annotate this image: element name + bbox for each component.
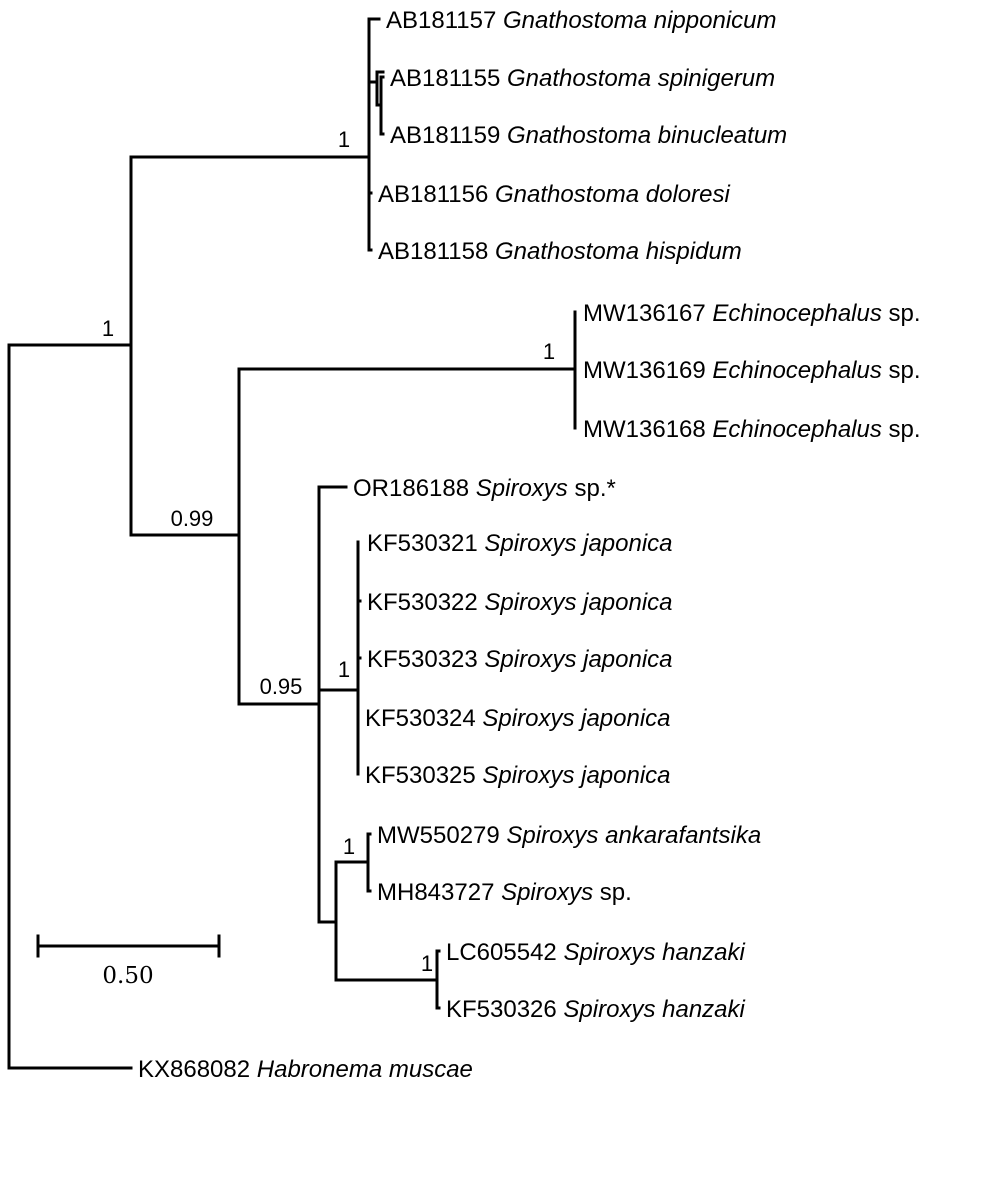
taxon-label: AB181157 Gnathostoma nipponicum <box>386 7 777 34</box>
accession-number: AB181159 <box>390 122 507 149</box>
taxon-label: MW136169 Echinocephalus sp. <box>583 357 921 384</box>
scale-bar-label: 0.50 <box>102 963 153 989</box>
species-name: Gnathostoma hispidum <box>495 238 742 265</box>
species-name: Gnathostoma nipponicum <box>503 7 777 34</box>
taxon-label: KF530326 Spiroxys hanzaki <box>446 996 746 1023</box>
support-value: 1 <box>421 951 433 976</box>
accession-number: KX868082 <box>138 1056 257 1083</box>
taxon-label: AB181159 Gnathostoma binucleatum <box>390 122 787 149</box>
taxon-label: KF530321 Spiroxys japonica <box>367 530 673 557</box>
species-suffix: sp. <box>882 416 921 443</box>
support-value: 1 <box>343 834 355 859</box>
taxon-label: OR186188 Spiroxys sp.* <box>353 475 616 502</box>
taxon-label: KF530325 Spiroxys japonica <box>365 762 671 789</box>
support-value: 0.99 <box>171 506 214 531</box>
taxon-label: KF530323 Spiroxys japonica <box>367 646 673 673</box>
species-name: Spiroxys ankarafantsika <box>506 822 761 849</box>
support-value: 0.95 <box>260 674 303 699</box>
scale-bar: 0.50 <box>36 934 221 989</box>
accession-number: KF530325 <box>365 762 482 789</box>
species-name: Echinocephalus <box>712 357 881 384</box>
taxon-labels: AB181157 Gnathostoma nipponicumAB181155 … <box>138 7 921 1083</box>
support-value: 1 <box>338 657 350 682</box>
taxon-label: AB181155 Gnathostoma spinigerum <box>390 65 775 92</box>
taxon-label: MW550279 Spiroxys ankarafantsika <box>377 822 761 849</box>
species-name: Spiroxys japonica <box>484 589 672 616</box>
species-name: Echinocephalus <box>712 300 881 327</box>
accession-number: KF530323 <box>367 646 484 673</box>
tree-branches <box>7 17 577 1070</box>
accession-number: KF530326 <box>446 996 563 1023</box>
species-name: Spiroxys japonica <box>484 646 672 673</box>
species-name: Spiroxys japonica <box>482 705 670 732</box>
taxon-label: LC605542 Spiroxys hanzaki <box>446 939 746 966</box>
support-value: 1 <box>543 339 555 364</box>
species-name: Spiroxys japonica <box>482 762 670 789</box>
support-value: 1 <box>338 127 350 152</box>
accession-number: KF530324 <box>365 705 482 732</box>
species-suffix: sp. <box>882 300 921 327</box>
species-name: Spiroxys japonica <box>484 530 672 557</box>
support-value: 1 <box>102 316 114 341</box>
accession-number: AB181155 <box>390 65 507 92</box>
accession-number: MW136168 <box>583 416 712 443</box>
species-suffix: sp. <box>882 357 921 384</box>
species-name: Spiroxys <box>501 879 593 906</box>
species-name: Echinocephalus <box>712 416 881 443</box>
accession-number: OR186188 <box>353 475 476 502</box>
support-values: 1 1 1 0.99 0.95 1 1 1 <box>102 127 555 976</box>
species-name: Spiroxys hanzaki <box>563 939 745 966</box>
species-name: Habronema muscae <box>257 1056 473 1083</box>
taxon-label: MW136167 Echinocephalus sp. <box>583 300 921 327</box>
taxon-label: MH843727 Spiroxys sp. <box>377 879 632 906</box>
taxon-label: AB181156 Gnathostoma doloresi <box>378 181 730 208</box>
species-name: Gnathostoma spinigerum <box>507 65 775 92</box>
accession-number: AB181156 <box>378 181 495 208</box>
taxon-label: KX868082 Habronema muscae <box>138 1056 473 1083</box>
accession-number: KF530322 <box>367 589 484 616</box>
taxon-label: AB181158 Gnathostoma hispidum <box>378 238 742 265</box>
species-suffix: sp. <box>593 879 632 906</box>
taxon-label: KF530324 Spiroxys japonica <box>365 705 671 732</box>
accession-number: LC605542 <box>446 939 563 966</box>
species-suffix: sp.* <box>568 475 616 502</box>
species-name: Spiroxys <box>476 475 568 502</box>
species-name: Spiroxys hanzaki <box>563 996 745 1023</box>
accession-number: AB181158 <box>378 238 495 265</box>
species-name: Gnathostoma binucleatum <box>507 122 787 149</box>
accession-number: MW136167 <box>583 300 712 327</box>
taxon-label: KF530322 Spiroxys japonica <box>367 589 673 616</box>
taxon-label: MW136168 Echinocephalus sp. <box>583 416 921 443</box>
accession-number: MW550279 <box>377 822 506 849</box>
accession-number: AB181157 <box>386 7 503 34</box>
species-name: Gnathostoma doloresi <box>495 181 730 208</box>
accession-number: KF530321 <box>367 530 484 557</box>
accession-number: MH843727 <box>377 879 501 906</box>
accession-number: MW136169 <box>583 357 712 384</box>
